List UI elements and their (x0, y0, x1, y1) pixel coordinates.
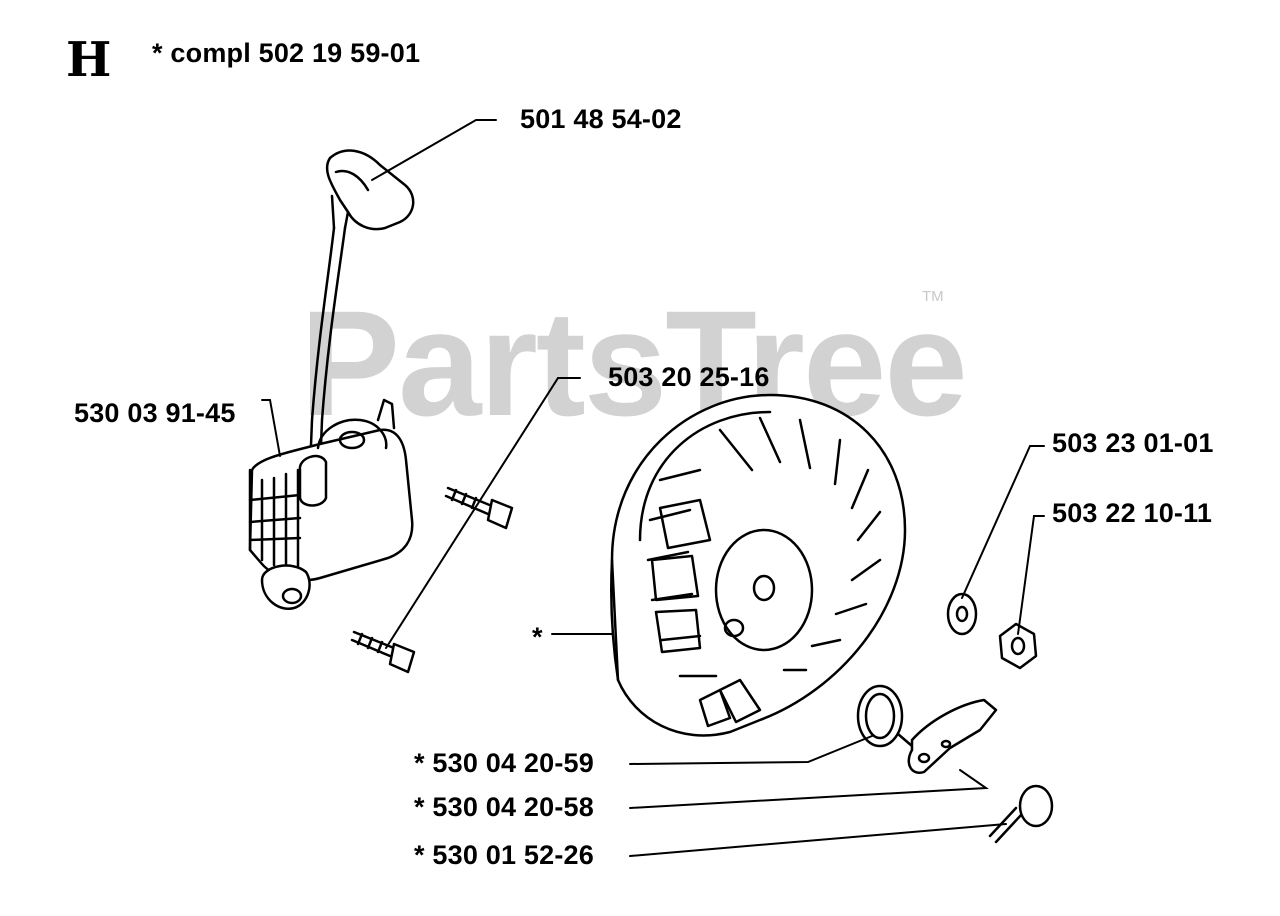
section-letter: H (66, 32, 112, 88)
starter-pawl (907, 698, 998, 775)
flywheel-nut (998, 622, 1038, 670)
callout-503-22-10-11[interactable]: 503 22 10-11 (1052, 498, 1213, 528)
watermark-trademark: TM (922, 288, 944, 305)
callout-flywheel[interactable]: * (532, 622, 543, 652)
watermark: PartsTree (300, 279, 968, 447)
leader-lines (261, 119, 1045, 857)
ignition-module (248, 398, 414, 611)
callout-530-04-20-59[interactable]: * 530 04 20-59 (414, 748, 594, 778)
pawl-spring (856, 684, 914, 748)
pawl-pin (988, 784, 1054, 844)
callout-530-01-52-26[interactable]: * 530 01 52-26 (414, 840, 594, 870)
kit-note: * compl 502 19 59-01 (152, 38, 421, 68)
callout-503-20-25-16[interactable]: 503 20 25-16 (608, 362, 770, 392)
callout-530-03-91-45[interactable]: 530 03 91-45 (74, 398, 236, 428)
ignition-lead-boot (325, 149, 415, 231)
module-screw-upper (444, 486, 514, 530)
callout-501-48-54-02[interactable]: 501 48 54-02 (520, 104, 682, 134)
module-screw-lower (350, 630, 416, 674)
callout-503-23-01-01[interactable]: 503 23 01-01 (1052, 428, 1214, 458)
ignition-wire (308, 226, 347, 472)
flywheel (610, 393, 907, 737)
callout-530-04-20-58[interactable]: * 530 04 20-58 (414, 792, 594, 822)
flywheel-washer (946, 592, 978, 636)
